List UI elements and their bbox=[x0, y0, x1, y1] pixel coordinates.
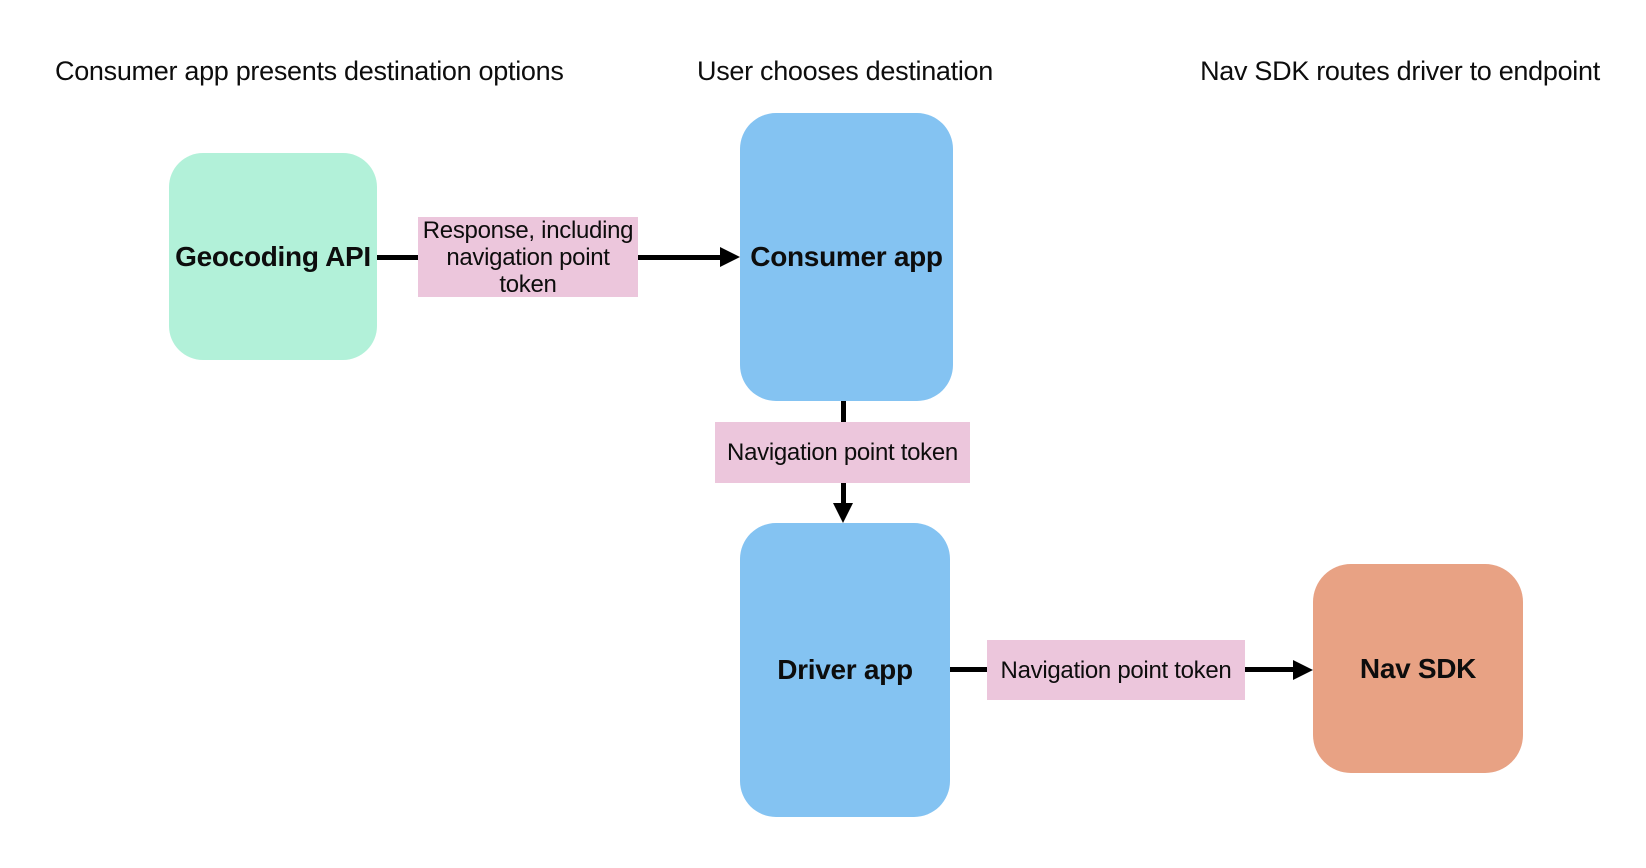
stage-header-consumer-presents: Consumer app presents destination option… bbox=[55, 56, 564, 86]
arrowhead-into-consumer-app-icon bbox=[720, 247, 740, 267]
node-consumer-app-label: Consumer app bbox=[750, 241, 943, 272]
node-driver-app: Driver app bbox=[740, 523, 950, 817]
arrow-driver-to-navsdk-line-start bbox=[950, 667, 987, 672]
edge-label-response-including-token: Response, including navigation point tok… bbox=[418, 217, 638, 298]
node-consumer-app: Consumer app bbox=[740, 113, 953, 401]
node-nav-sdk-label: Nav SDK bbox=[1359, 652, 1477, 684]
arrowhead-into-nav-sdk-icon bbox=[1293, 660, 1313, 680]
arrowhead-into-driver-app-icon bbox=[833, 503, 853, 523]
stage-header-user-chooses: User chooses destination bbox=[697, 56, 993, 86]
edge-label-navigation-point-token-1: Navigation point token bbox=[715, 422, 970, 483]
stage-header-navsdk-routes: Nav SDK routes driver to endpoint bbox=[1200, 56, 1600, 86]
node-geocoding-api-label: Geocoding API bbox=[175, 240, 371, 272]
arrow-consumer-to-driver-line-start bbox=[841, 401, 846, 423]
arrow-consumer-to-driver-line-end bbox=[841, 483, 846, 503]
arrow-driver-to-navsdk-line-end bbox=[1245, 667, 1293, 672]
edge-label-navigation-point-token-2: Navigation point token bbox=[987, 640, 1245, 700]
arrow-geocoding-to-consumer-line-start bbox=[377, 255, 418, 260]
node-driver-app-label: Driver app bbox=[777, 654, 913, 685]
arrow-geocoding-to-consumer-line-end bbox=[638, 255, 720, 260]
node-geocoding-api: Geocoding API bbox=[169, 153, 377, 360]
node-nav-sdk: Nav SDK bbox=[1313, 564, 1523, 773]
